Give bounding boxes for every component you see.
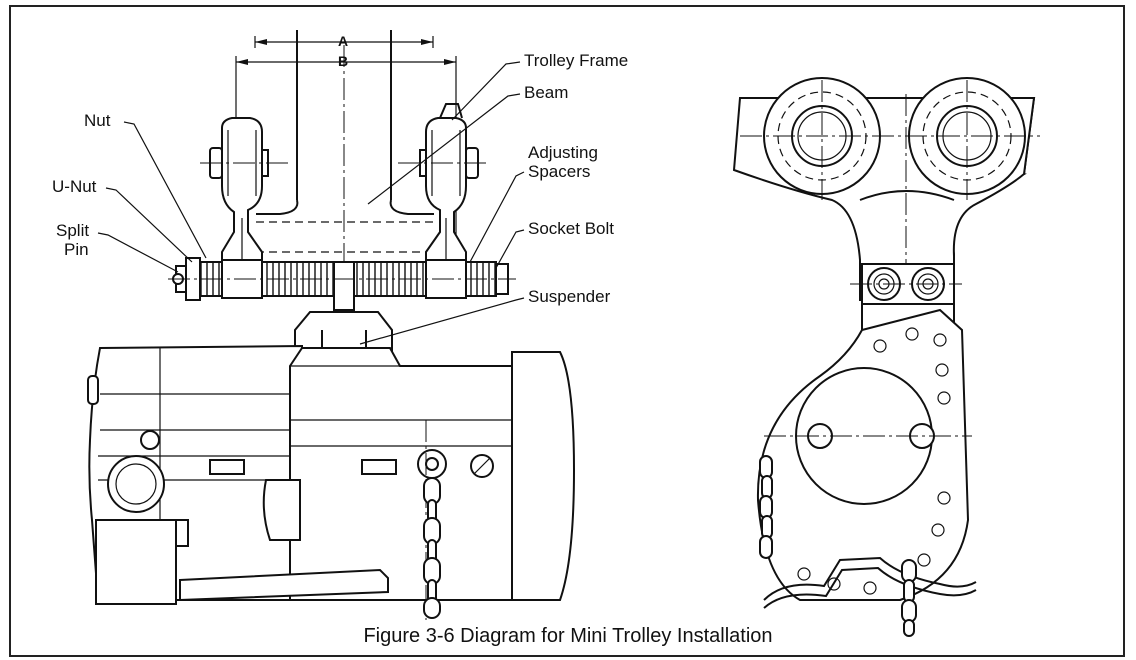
trolley-frame-right xyxy=(419,103,479,263)
label-adjusting-spacers-line2: Spacers xyxy=(528,162,590,181)
label-adjusting-spacers-line1: Adjusting xyxy=(528,143,598,162)
trolley-frame-left xyxy=(209,117,269,263)
load-chain xyxy=(423,477,441,619)
socket-bolts xyxy=(850,263,962,305)
hoist-body xyxy=(87,344,576,620)
dimension-label-a: A xyxy=(338,33,348,49)
label-nut: Nut xyxy=(84,111,111,130)
spacer-bolt-assembly xyxy=(168,257,516,311)
label-socket-bolt: Socket Bolt xyxy=(528,219,614,238)
leader-lines xyxy=(97,61,525,345)
label-split-pin-line2: Pin xyxy=(64,240,89,259)
label-trolley-frame: Trolley Frame xyxy=(524,51,628,70)
dimension-a xyxy=(254,36,434,48)
label-split-pin-line1: Split xyxy=(56,221,89,240)
dimension-label-b: B xyxy=(338,53,348,69)
end-view xyxy=(732,77,1040,637)
label-beam: Beam xyxy=(524,83,568,102)
label-u-nut: U-Nut xyxy=(52,177,97,196)
hoist-end xyxy=(756,308,977,609)
beam xyxy=(256,30,434,253)
label-suspender: Suspender xyxy=(528,287,611,306)
end-chain-right xyxy=(901,559,917,637)
end-chain-left xyxy=(759,455,773,559)
side-view xyxy=(87,30,576,620)
figure-caption: Figure 3-6 Diagram for Mini Trolley Inst… xyxy=(363,625,772,647)
